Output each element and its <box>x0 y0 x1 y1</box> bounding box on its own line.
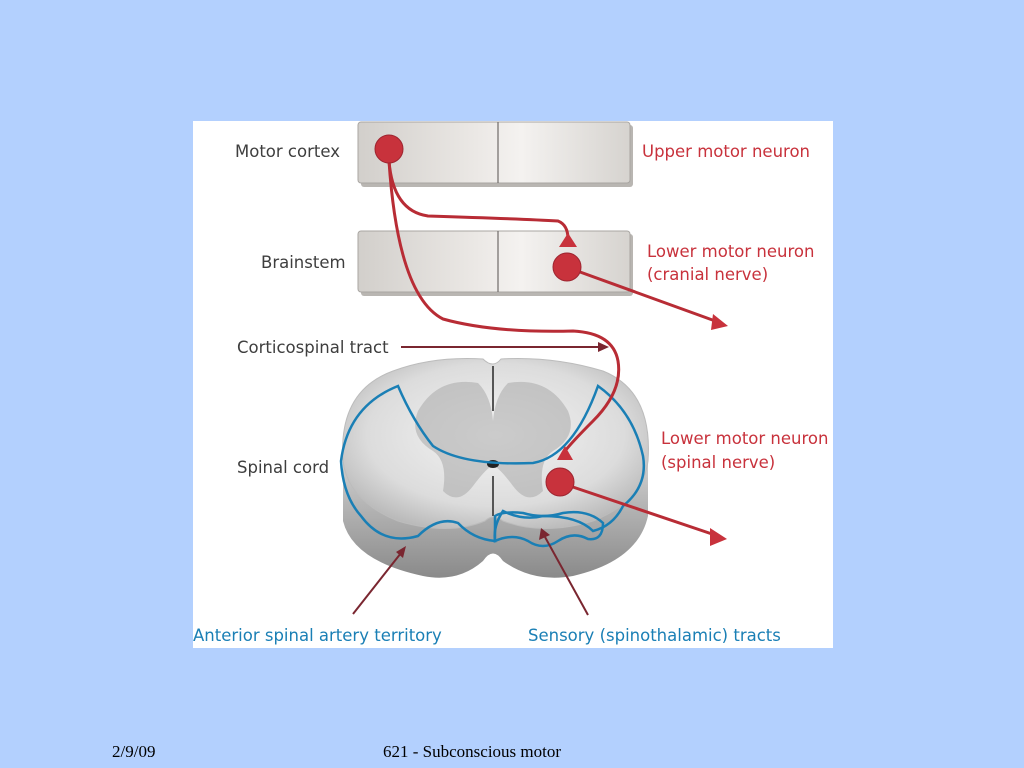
corticospinal-axon <box>387 160 621 452</box>
spinal-cord-label: Spinal cord <box>237 458 330 477</box>
sensory-tract-outline <box>493 510 605 548</box>
spinal-nerve-axon <box>560 481 716 537</box>
anterior-artery-arrowhead <box>396 546 406 558</box>
brainstem-label: Brainstem <box>261 253 346 272</box>
sensory-tracts-pointer <box>544 536 589 616</box>
spinal-synapse-arrowhead <box>557 446 573 460</box>
upper-motor-neuron-axon <box>387 160 570 240</box>
spinal-nerve-label: (spinal nerve) <box>661 453 776 472</box>
motor-cortex-label: Motor cortex <box>235 142 340 161</box>
motor-cortex-box <box>357 121 633 187</box>
corticospinal-tract-arrowhead <box>598 342 609 352</box>
footer-date: 2/9/09 <box>112 742 156 761</box>
cranial-lower-motor-neuron-body <box>552 252 582 282</box>
cranial-synapse-arrowhead <box>559 233 577 247</box>
spinal-lower-motor-neuron-body <box>545 467 575 497</box>
anterior-spinal-artery-territory-outline <box>339 384 646 543</box>
cranial-lower-motor-neuron-label: Lower motor neuron <box>647 242 815 261</box>
sensory-tracts-label: Sensory (spinothalamic) tracts <box>528 626 781 645</box>
spinal-nerve-arrowhead <box>710 528 727 546</box>
sensory-tracts-arrowhead <box>539 528 550 540</box>
upper-motor-neuron-body <box>374 134 404 164</box>
cranial-nerve-axon <box>568 266 719 324</box>
anterior-spinal-artery-label: Anterior spinal artery territory <box>193 626 442 645</box>
diagram-graphic <box>339 121 728 616</box>
corticospinal-tract-label: Corticospinal tract <box>237 338 389 357</box>
footer-title: 621 - Subconscious motor <box>383 742 562 761</box>
cranial-nerve-label: (cranial nerve) <box>647 265 769 284</box>
spinal-lower-motor-neuron-label: Lower motor neuron <box>661 429 829 448</box>
upper-motor-neuron-label: Upper motor neuron <box>642 142 811 161</box>
cranial-nerve-arrowhead <box>711 314 728 330</box>
anterior-artery-pointer <box>352 552 402 615</box>
neuron-diagram: Motor cortex Brainstem Corticospinal tra… <box>193 121 833 648</box>
